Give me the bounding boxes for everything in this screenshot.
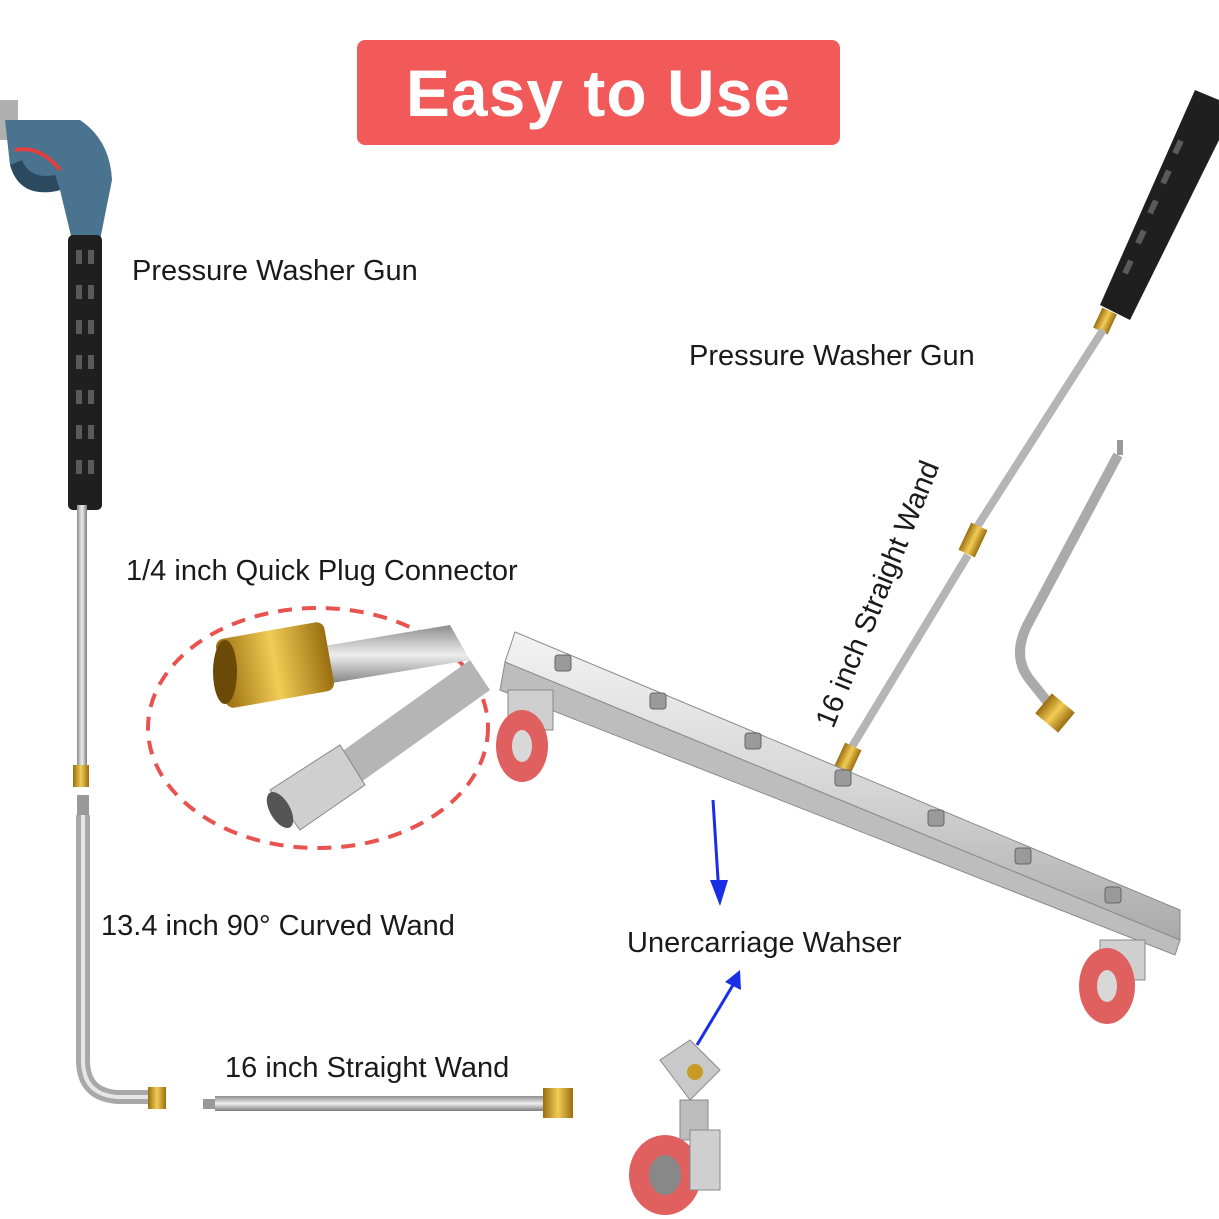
pressure-washer-gun-icon [832,90,1219,778]
label-curved-wand: 13.4 inch 90° Curved Wand [101,910,455,942]
caster-wheel-icon [1079,939,1146,1024]
label-connector: 1/4 inch Quick Plug Connector [126,555,518,587]
arrow-icon [710,799,728,906]
undercarriage-washer-icon [499,631,1181,956]
curved-wand-icon [76,795,166,1109]
label-gun-right: Pressure Washer Gun [689,340,975,372]
label-straight-wand-bottom: 16 inch Straight Wand [225,1052,510,1084]
quick-connector-icon [146,606,490,850]
caster-wheel-icon [496,689,554,782]
caster-wheel-icon [629,1039,721,1215]
label-undercarriage: Unercarriage Wahser [627,927,902,959]
label-gun-left: Pressure Washer Gun [132,255,418,287]
straight-wand-icon [203,1088,573,1118]
arrow-icon [695,970,741,1046]
title-text: Easy to Use [405,55,792,130]
curved-wand-icon [1015,440,1123,733]
pressure-washer-gun-icon [0,100,112,787]
title-banner: Easy to Use [357,40,840,145]
